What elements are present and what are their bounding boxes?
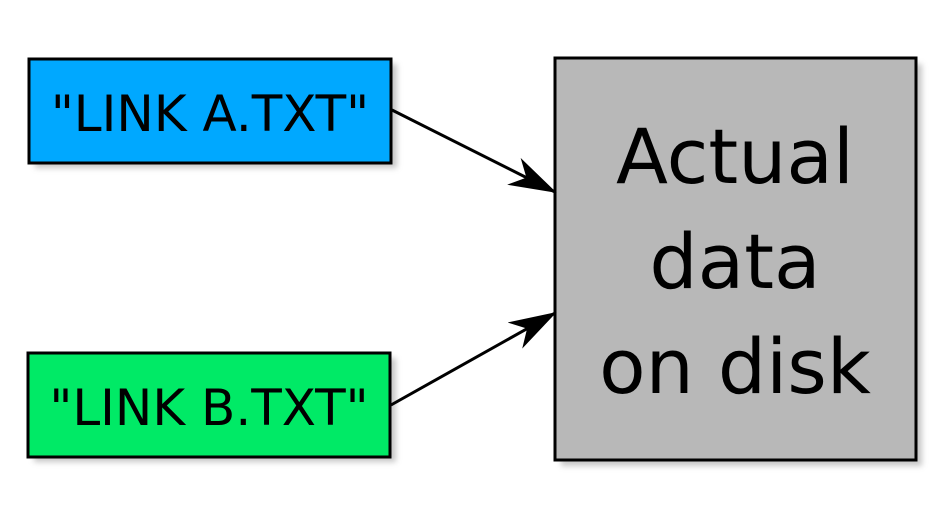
link-a-node: "LINK A.TXT" xyxy=(27,57,393,165)
actual-data-line-1: Actual xyxy=(616,112,854,201)
link-b-box xyxy=(26,351,392,459)
actual-data-box xyxy=(553,56,918,462)
link-b-node: "LINK B.TXT" xyxy=(26,351,392,459)
actual-data-node: Actual data on disk xyxy=(553,56,918,462)
actual-data-line-3: on disk xyxy=(599,322,871,411)
actual-data-line-2: data xyxy=(649,217,820,306)
arrow-link-a-to-data xyxy=(391,108,557,194)
link-a-box xyxy=(27,57,393,165)
arrow-link-b-to-data xyxy=(390,311,557,407)
link-a-label: "LINK A.TXT" xyxy=(51,85,369,143)
link-b-label: "LINK B.TXT" xyxy=(49,379,368,437)
